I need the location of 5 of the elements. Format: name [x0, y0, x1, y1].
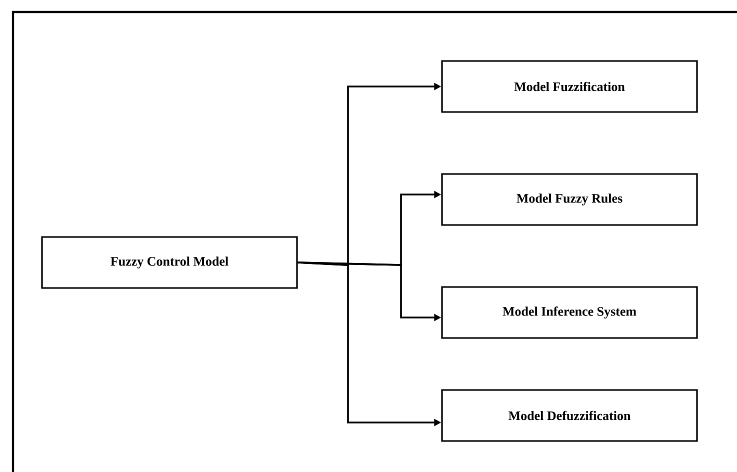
process-box: Model Fuzzy Rules — [441, 173, 698, 226]
process-box: Model Inference System — [441, 286, 698, 339]
process-box: Model Fuzzification — [441, 60, 698, 113]
process-box: Fuzzy Control Model — [41, 236, 298, 289]
process-box: Model Defuzzification — [441, 389, 698, 442]
